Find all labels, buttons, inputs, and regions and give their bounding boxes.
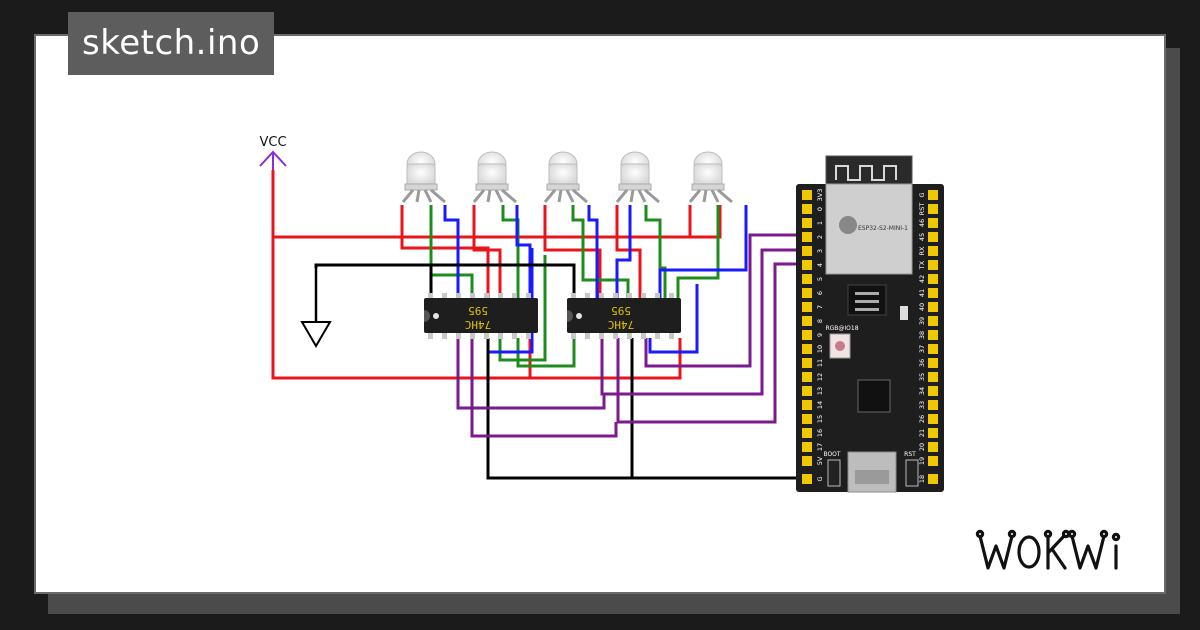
svg-text:2: 2	[816, 235, 824, 239]
black-wires	[314, 263, 808, 480]
rgb-led-4	[615, 151, 660, 204]
right-pin-labels: G RST 46 45 RX TX 42 41 40 39 38 37 36 3…	[918, 192, 926, 483]
left-pin-header	[802, 190, 812, 484]
svg-text:41: 41	[918, 289, 926, 297]
svg-text:36: 36	[918, 359, 926, 367]
ground-symbol	[300, 268, 332, 348]
vcc-symbol: VCC	[259, 135, 287, 175]
svg-text:7: 7	[816, 305, 824, 309]
svg-text:3: 3	[816, 249, 824, 253]
svg-text:13: 13	[816, 387, 824, 395]
svg-text:33: 33	[918, 401, 926, 409]
red-wires	[271, 170, 722, 380]
wokwi-logo-mark	[975, 529, 1121, 570]
svg-text:46: 46	[918, 219, 926, 227]
svg-text:G: G	[918, 192, 926, 197]
svg-text:37: 37	[918, 345, 926, 353]
svg-text:15: 15	[816, 415, 824, 423]
svg-text:G: G	[816, 476, 824, 481]
svg-text:0: 0	[816, 207, 824, 211]
rgb-led-2	[472, 151, 517, 204]
reset-button[interactable]	[905, 459, 919, 487]
svg-text:18: 18	[918, 475, 926, 483]
svg-text:RX: RX	[918, 246, 926, 256]
rgb-leds	[401, 151, 733, 204]
rgb-led-label: RGB@IO18	[825, 325, 858, 332]
svg-text:20: 20	[918, 443, 926, 451]
svg-text:19: 19	[918, 457, 926, 465]
sr2-label-line1: 74HC	[608, 318, 635, 331]
svg-text:21: 21	[918, 429, 926, 437]
svg-text:9: 9	[816, 333, 824, 337]
svg-text:RST: RST	[918, 203, 926, 216]
sr2-label-line2: 595	[611, 304, 631, 317]
svg-text:10: 10	[816, 345, 824, 353]
green-wires	[429, 205, 720, 368]
shift-register-2[interactable]: 74HC 595	[567, 293, 681, 339]
boot-label: BOOT	[823, 451, 840, 458]
rst-label: RST	[904, 451, 916, 458]
svg-text:14: 14	[816, 401, 824, 409]
svg-text:4: 4	[816, 263, 824, 267]
svg-text:42: 42	[918, 275, 926, 283]
svg-text:34: 34	[918, 387, 926, 395]
left-pin-labels: 3V3 0 1 2 3 4 5 6 7 8 9 10 11 12 13 14 1…	[816, 189, 824, 482]
svg-text:5V: 5V	[816, 456, 824, 465]
svg-text:12: 12	[816, 373, 824, 381]
wokwi-logo[interactable]	[968, 522, 1148, 586]
vcc-label: VCC	[259, 135, 286, 150]
rgb-led-5	[688, 151, 733, 204]
boot-button[interactable]	[827, 459, 841, 487]
esp32-s2-board[interactable]: ESP32-S2-MINI-1 RGB@IO18 BOOT RST	[796, 155, 944, 493]
svg-text:40: 40	[918, 303, 926, 311]
rgb-led-3	[543, 151, 588, 204]
svg-text:39: 39	[918, 317, 926, 325]
svg-text:45: 45	[918, 233, 926, 241]
svg-text:17: 17	[816, 443, 824, 451]
svg-text:6: 6	[816, 291, 824, 295]
shift-register-1[interactable]: 74HC 595	[424, 293, 538, 339]
svg-text:1: 1	[816, 221, 824, 225]
svg-text:16: 16	[816, 429, 824, 437]
sketch-file-tab[interactable]: sketch.ino	[68, 12, 275, 75]
svg-text:8: 8	[816, 319, 824, 323]
svg-text:38: 38	[918, 331, 926, 339]
svg-text:11: 11	[816, 359, 824, 367]
svg-text:35: 35	[918, 373, 926, 381]
rgb-led-1	[401, 151, 446, 204]
svg-text:26: 26	[918, 415, 926, 423]
svg-text:3V3: 3V3	[816, 189, 824, 202]
sr1-label-line1: 74HC	[465, 318, 492, 331]
purple-wires	[456, 233, 808, 438]
right-pin-header	[928, 190, 938, 484]
module-label: ESP32-S2-MINI-1	[858, 225, 908, 232]
svg-text:5: 5	[816, 277, 824, 281]
sr1-label-line2: 595	[468, 304, 488, 317]
svg-text:TX: TX	[918, 260, 926, 270]
